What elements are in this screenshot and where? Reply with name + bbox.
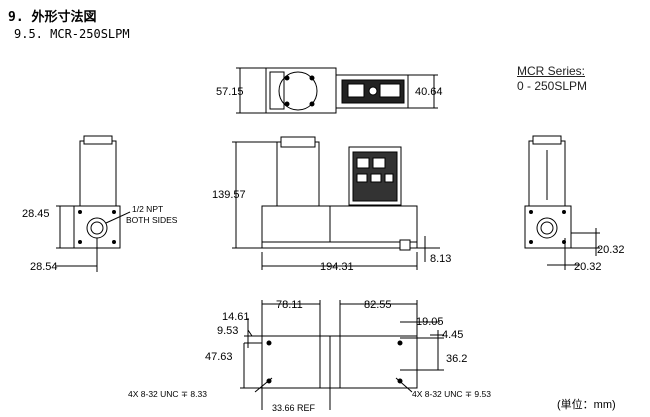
right-side-view	[524, 135, 600, 270]
subsection-title: 9.5. MCR-250SLPM	[14, 27, 130, 41]
series-range: 0 - 250SLPM	[517, 79, 588, 93]
dim-b-right-offset: 82.55	[364, 299, 392, 311]
dim-top-display-depth: 40.64	[415, 86, 443, 98]
bottom-view	[240, 300, 444, 410]
dim-b-4-45: 4.45	[442, 329, 463, 341]
dim-width: 194.31	[320, 261, 354, 273]
dim-b-9-53: 9.53	[217, 325, 238, 337]
dim-side-port-height: 28.45	[22, 208, 50, 220]
thread-note-left: 4X 8-32 UNC ∓ 8.33	[128, 389, 207, 399]
thread-note-right: 4X 8-32 UNC ∓ 9.53	[412, 389, 491, 399]
left-side-view	[56, 135, 131, 272]
dim-right-port-height: 20.32	[597, 244, 625, 256]
dim-side-port-bottom: 28.54	[30, 261, 58, 273]
dim-b-14-61: 14.61	[222, 311, 250, 323]
dim-b-19-05: 19.05	[416, 316, 444, 328]
dim-height: 139.57	[212, 189, 246, 201]
dim-b-47-63: 47.63	[205, 351, 233, 363]
both-sides-note: BOTH SIDES	[126, 215, 178, 225]
series-name: MCR Series:	[517, 64, 586, 78]
section-title: 9. 外形寸法図	[8, 10, 97, 25]
unit-note: (単位：mm)	[557, 399, 616, 411]
dim-b-33-66-ref: 33.66 REF	[272, 403, 316, 413]
top-view	[236, 67, 438, 114]
npt-note: 1/2 NPT	[132, 204, 163, 214]
front-view	[232, 136, 440, 270]
dim-b-36-2: 36.2	[446, 353, 467, 365]
series-label: MCR Series: 0 - 250SLPM	[517, 64, 587, 94]
dim-b-left-offset: 78.11	[276, 299, 303, 311]
dim-top-depth: 57.15	[216, 86, 244, 98]
dim-right-port-offset: 20.32	[574, 261, 602, 273]
dim-foot: 8.13	[430, 253, 451, 265]
